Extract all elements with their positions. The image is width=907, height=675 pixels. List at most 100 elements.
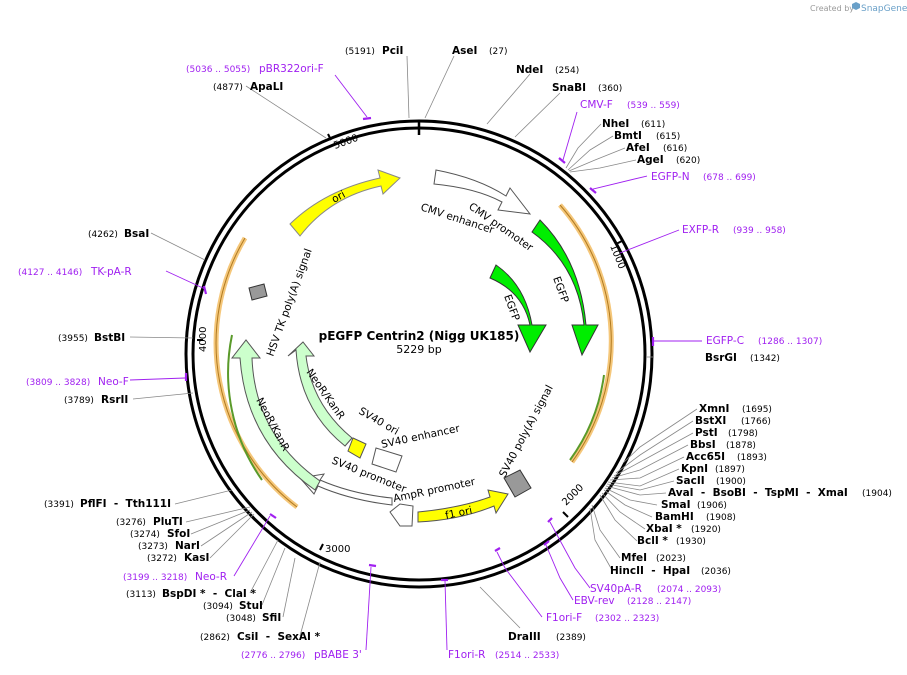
svg-text:BstXI: BstXI: [695, 415, 726, 427]
enzyme-smai[interactable]: SmaI(1906): [661, 499, 727, 511]
svg-text:Neo-R: Neo-R: [195, 571, 227, 583]
enzyme-bsai[interactable]: (4262)BsaI: [88, 228, 149, 240]
primer-egfp-c[interactable]: EGFP-C(1286 .. 1307): [706, 335, 822, 347]
enzyme-nari[interactable]: (3273)NarI: [138, 540, 200, 552]
svg-text:pBR322ori-F: pBR322ori-F: [259, 63, 324, 75]
enzyme-ndei[interactable]: NdeI (254): [516, 64, 579, 76]
feature-hsv-tk-polya[interactable]: [248, 283, 268, 301]
enzyme-sacii[interactable]: SacII(1900): [676, 475, 746, 487]
svg-text:(1798): (1798): [728, 429, 758, 439]
primer-egfp-n[interactable]: EGFP-N(678 .. 699): [651, 171, 756, 183]
enzyme-sfoi[interactable]: (3274)SfoI: [130, 528, 190, 540]
svg-text:Neo-F: Neo-F: [98, 376, 129, 388]
svg-text:(27): (27): [489, 47, 507, 57]
primer-ebv-rev[interactable]: EBV-rev(2128 .. 2147): [574, 595, 691, 607]
enzyme-agei[interactable]: AgeI(620): [637, 154, 700, 166]
primer-neo-f[interactable]: (3809 .. 3828)Neo-F: [26, 376, 129, 388]
svg-text:(2514 .. 2533): (2514 .. 2533): [495, 651, 559, 661]
enzyme-xmni[interactable]: XmnI(1695): [699, 403, 772, 415]
svg-text:(2023): (2023): [656, 554, 686, 564]
enzyme-afei[interactable]: AfeI(616): [626, 142, 687, 154]
tick-3000: 3000: [325, 544, 350, 555]
enzyme-apali[interactable]: (4877)ApaLI: [213, 81, 283, 93]
orf-arcs: [213, 203, 614, 509]
svg-text:(254): (254): [555, 66, 579, 76]
enzyme-bsrgi[interactable]: BsrGI(1342): [705, 352, 780, 364]
svg-text:NheI: NheI: [602, 118, 629, 130]
svg-text:(5191): (5191): [345, 47, 375, 57]
primer-exfp-r[interactable]: EXFP-R(939 .. 958): [682, 224, 786, 236]
feature-f1-ori[interactable]: [417, 489, 509, 523]
svg-text:EXFP-R: EXFP-R: [682, 224, 719, 236]
enzyme-pflfi[interactable]: (3391)PflFI - Tth111I: [44, 498, 171, 510]
enzyme-bcli[interactable]: BclI *(1930): [637, 535, 706, 547]
svg-text:(4262): (4262): [88, 230, 118, 240]
feature-ampr-promoter[interactable]: [389, 503, 414, 527]
svg-text:CMV-F: CMV-F: [580, 99, 613, 111]
enzyme-bstbi[interactable]: (3955)BstBI: [58, 332, 125, 344]
feature-cmv-enhancer[interactable]: [433, 169, 532, 215]
svg-text:(1904): (1904): [862, 489, 892, 499]
svg-text:(615): (615): [656, 132, 680, 142]
enzyme-psti[interactable]: PstI(1798): [695, 427, 758, 439]
svg-text:(1908): (1908): [706, 513, 736, 523]
primer-neo-r[interactable]: (3199 .. 3218)Neo-R: [123, 571, 227, 583]
enzyme-bmti[interactable]: BmtI(615): [614, 130, 680, 142]
primer-leaders: [129, 74, 702, 651]
feature-egfp-outer[interactable]: [531, 219, 599, 357]
label-sv40-polya: SV40 poly(A) signal: [497, 383, 556, 479]
primer-sv40pa-r[interactable]: SV40pA-R(2074 .. 2093): [590, 583, 721, 595]
primer-tk-pa-r[interactable]: (4127 .. 4146)TK-pA-R: [18, 266, 132, 278]
enzyme-kasi[interactable]: (3272) KasI: [147, 552, 209, 564]
enzyme-leaders: [129, 55, 698, 637]
enzyme-sfii[interactable]: (3048)SfiI: [226, 612, 281, 624]
feature-neor-outer[interactable]: [230, 339, 321, 491]
feature-neor-inner[interactable]: [287, 341, 353, 447]
enzyme-bbsi[interactable]: BbsI(1878): [690, 439, 756, 451]
primer-f1ori-f[interactable]: F1ori-F(2302 .. 2323): [546, 612, 659, 624]
primer-cmv-f[interactable]: CMV-F(539 .. 559): [580, 99, 680, 111]
primer-pbabe-3[interactable]: (2776 .. 2796)pBABE 3': [241, 649, 362, 661]
enzyme-bstxi[interactable]: BstXI(1766): [695, 415, 771, 427]
enzyme-hincii[interactable]: HincII - HpaI(2036): [610, 565, 731, 577]
enzyme-avai[interactable]: AvaI - BsoBI - TspMI - XmaI(1904): [668, 487, 892, 499]
svg-text:TK-pA-R: TK-pA-R: [90, 266, 132, 278]
enzyme-pcii[interactable]: (5191)PciI: [345, 45, 403, 57]
enzyme-acc65i[interactable]: Acc65I(1893): [686, 451, 767, 463]
enzyme-stui[interactable]: (3094)StuI: [203, 600, 263, 612]
svg-text:(3113): (3113): [126, 590, 156, 600]
feature-sv40-enhancer[interactable]: [371, 447, 403, 473]
enzyme-kpni[interactable]: KpnI(1897): [681, 463, 745, 475]
enzyme-snabi[interactable]: SnaBI(360): [552, 82, 622, 94]
primer-f1ori-r[interactable]: F1ori-R(2514 .. 2533): [448, 649, 559, 661]
svg-text:SacII: SacII: [676, 475, 705, 487]
svg-text:(3048): (3048): [226, 614, 256, 624]
svg-text:KasI: KasI: [184, 552, 209, 564]
enzyme-bamhi[interactable]: BamHI(1908): [655, 511, 736, 523]
svg-text:(3272): (3272): [147, 554, 177, 564]
enzyme-xbai[interactable]: XbaI *(1920): [646, 523, 721, 535]
svg-text:(1906): (1906): [697, 501, 727, 511]
enzyme-bspdi[interactable]: (3113)BspDI * - ClaI *: [126, 588, 256, 600]
label-ori: ori: [330, 189, 348, 206]
svg-text:NdeI: NdeI: [516, 64, 543, 76]
enzyme-csii[interactable]: (2862)CsiI - SexAI *: [200, 631, 321, 643]
svg-text:(2128 .. 2147): (2128 .. 2147): [627, 597, 691, 607]
plasmid-name: pEGFP Centrin2 (Nigg UK185): [319, 329, 520, 343]
feature-sv40-ori[interactable]: [347, 437, 367, 459]
enzyme-nhei[interactable]: NheI(611): [602, 118, 665, 130]
svg-text:StuI: StuI: [239, 600, 263, 612]
enzyme-asei[interactable]: AseI(27): [452, 45, 507, 57]
primer-pbr322ori-f[interactable]: (5036 .. 5055)pBR322ori-F: [186, 63, 324, 75]
enzyme-rsrii[interactable]: (3789)RsrII: [64, 394, 128, 406]
svg-text:BclI *: BclI *: [637, 535, 668, 547]
feature-egfp-inner[interactable]: [489, 264, 547, 354]
feature-sv40-polya[interactable]: [503, 469, 532, 498]
svg-text:PluTI: PluTI: [153, 516, 183, 528]
feature-ori[interactable]: [289, 169, 401, 237]
enzyme-mfei[interactable]: MfeI(2023): [621, 552, 686, 564]
enzyme-pluti[interactable]: (3276)PluTI: [116, 516, 183, 528]
svg-text:BsrGI: BsrGI: [705, 352, 737, 364]
enzyme-draiii[interactable]: DraIII(2389): [508, 631, 586, 643]
